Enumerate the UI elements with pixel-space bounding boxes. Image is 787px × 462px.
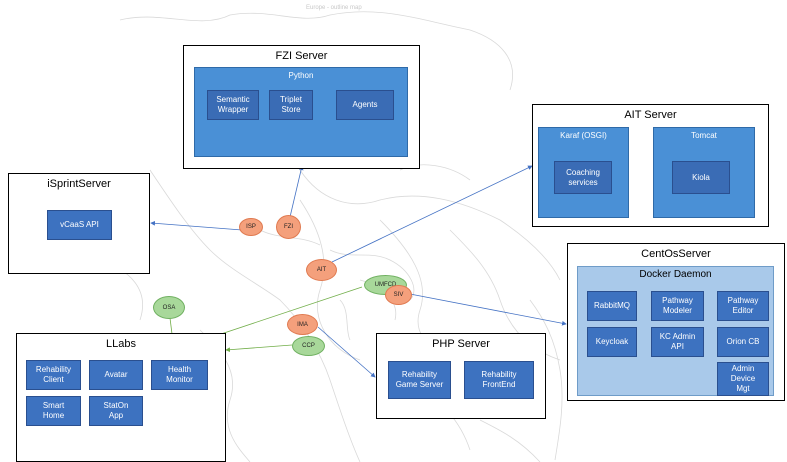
rabbitmq-box: RabbitMQ — [587, 291, 637, 321]
link-ait — [331, 165, 533, 263]
link-ima — [317, 326, 376, 378]
ait-tag: AIT — [306, 259, 337, 281]
fzi-server-title: FZI Server — [275, 50, 328, 62]
avatar-box: Avatar — [89, 360, 143, 390]
pathway-modeler-box: Pathway Modeler — [651, 291, 704, 321]
isprint-server: iSprintServer vCaaS API — [8, 173, 150, 274]
smart-home-box: Smart Home — [26, 396, 81, 426]
isprint-server-title: iSprintServer — [47, 178, 111, 190]
llabs-server: LLabs Rehability Client Avatar Health Mo… — [16, 333, 226, 462]
rehability-client-box: Rehability Client — [26, 360, 81, 390]
link-ccp — [225, 344, 293, 353]
rehability-frontend-box: Rehability FrontEnd — [464, 361, 534, 399]
karaf-panel: Karaf (OSGI) Coaching services — [538, 127, 629, 218]
tomcat-panel: Tomcat Kiola — [653, 127, 755, 218]
rehability-game-server-box: Rehability Game Server — [388, 361, 451, 399]
vcaas-api-box: vCaaS API — [47, 210, 112, 240]
agents-box: Agents — [336, 90, 394, 120]
centos-server-title: CentOsServer — [641, 248, 711, 260]
php-server-title: PHP Server — [432, 338, 490, 350]
fzi-tag: FZI — [276, 215, 301, 239]
kc-admin-api-box: KC Admin API — [651, 327, 704, 357]
link-osa — [169, 317, 173, 335]
map-caption: Europe - outline map — [306, 5, 362, 11]
centos-server: CentOsServer Docker Daemon RabbitMQ Path… — [567, 243, 785, 401]
pathway-editor-box: Pathway Editor — [717, 291, 769, 321]
tomcat-panel-title: Tomcat — [691, 131, 717, 140]
php-server: PHP Server Rehability Game Server Rehabi… — [376, 333, 546, 419]
docker-daemon-panel: Docker Daemon RabbitMQ Pathway Modeler P… — [577, 266, 774, 396]
osa-tag: OSA — [153, 296, 185, 319]
keycloak-box: Keycloak — [587, 327, 637, 357]
ima-tag: IMA — [287, 314, 318, 335]
fzi-server: FZI Server Python Semantic Wrapper Tripl… — [183, 45, 420, 169]
link-fzi — [289, 165, 304, 218]
siv-tag: SIV — [385, 285, 412, 305]
link-isp — [150, 220, 243, 231]
admin-device-mgt-box: Admin Device Mgt — [717, 362, 769, 396]
triplet-store-box: Triplet Store — [269, 90, 313, 120]
kiola-box: Kiola — [672, 161, 730, 194]
staton-app-box: StatOn App — [89, 396, 143, 426]
python-panel-title: Python — [288, 71, 314, 80]
llabs-server-title: LLabs — [106, 338, 136, 350]
docker-daemon-title: Docker Daemon — [639, 269, 712, 280]
link-siv — [409, 293, 567, 326]
health-monitor-box: Health Monitor — [151, 360, 208, 390]
ccp-tag: CCP — [292, 336, 325, 356]
karaf-panel-title: Karaf (OSGI) — [560, 131, 607, 140]
orion-cb-box: Orion CB — [717, 327, 769, 357]
link-umfcd — [211, 286, 363, 339]
ait-server-title: AIT Server — [624, 109, 677, 121]
isp-tag: ISP — [239, 218, 263, 236]
python-panel: Python Semantic Wrapper Triplet Store Ag… — [194, 67, 408, 157]
semantic-wrapper-box: Semantic Wrapper — [207, 90, 259, 120]
coaching-services-box: Coaching services — [554, 161, 612, 194]
ait-server: AIT Server Karaf (OSGI) Coaching service… — [532, 104, 769, 227]
